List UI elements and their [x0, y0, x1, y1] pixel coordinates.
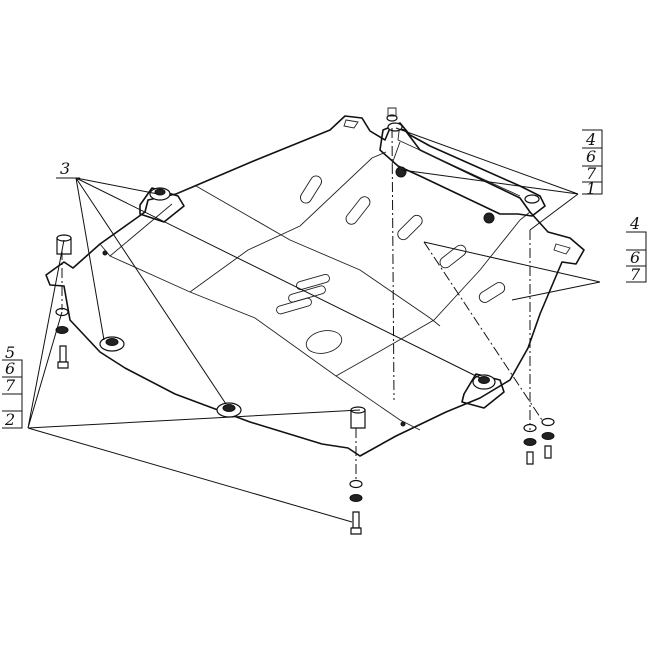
right-fasteners — [386, 107, 555, 465]
bolt — [526, 451, 534, 465]
plate-outline — [45, 115, 585, 457]
rubber-mount — [139, 187, 185, 223]
bolt-top — [387, 107, 397, 117]
bolt-head — [350, 527, 362, 535]
small-hole — [400, 421, 406, 427]
rubber-mount — [216, 402, 242, 418]
lock-washer — [349, 494, 363, 502]
lock-washer — [523, 438, 537, 446]
callout-left: 5 6 7 2 — [2, 343, 23, 429]
callout-number: 7 — [586, 164, 597, 183]
washer — [386, 114, 398, 122]
bracket-nut — [483, 212, 495, 224]
callout-top-right: 4 6 7 1 — [582, 129, 603, 198]
rubber-mounts — [99, 187, 505, 418]
bolt — [544, 445, 552, 459]
slot — [439, 244, 467, 269]
round-hole — [305, 330, 343, 354]
callout-number: 4 — [585, 130, 596, 149]
callout-number: 6 — [630, 248, 640, 267]
slot — [345, 196, 371, 225]
callout-number: 6 — [586, 147, 596, 166]
callout-number: 4 — [629, 214, 640, 233]
center-rib-1 — [189, 151, 387, 293]
bracket-tab — [343, 119, 359, 129]
skid-plate — [45, 115, 585, 457]
bracket-nut — [395, 166, 407, 178]
washer — [349, 479, 363, 489]
lock-washer — [55, 326, 69, 334]
rubber-mount — [461, 373, 505, 409]
bolt-head — [57, 361, 69, 369]
center-rib-2 — [335, 219, 521, 377]
rear-bracket — [343, 119, 571, 255]
lock-washer — [541, 432, 555, 440]
bracket-washer — [524, 194, 540, 204]
bolt-shank — [59, 345, 67, 363]
callout-number: 7 — [5, 376, 16, 395]
callout-number: 5 — [5, 343, 15, 362]
leader-lines — [27, 127, 601, 523]
front-panel-edge — [99, 243, 421, 431]
slot — [276, 297, 312, 315]
callout-number: 1 — [586, 179, 596, 198]
callout-number: 6 — [5, 359, 15, 378]
left-fasteners — [55, 234, 72, 369]
slot — [397, 214, 423, 241]
side-fold — [109, 203, 531, 257]
bolt-shank — [352, 511, 360, 529]
bracket-tab — [553, 243, 571, 255]
small-hole — [102, 250, 108, 256]
callout-number: 3 — [60, 159, 70, 178]
slot — [300, 175, 322, 204]
slot — [478, 282, 506, 303]
callout-top-left: 3 — [56, 159, 80, 179]
washer — [541, 417, 555, 427]
rear-panel-edge — [175, 185, 441, 327]
callout-number: 7 — [630, 265, 641, 284]
center-fasteners — [349, 406, 366, 535]
rubber-mount — [99, 336, 125, 352]
callout-mid-right: 4 6 7 — [626, 214, 647, 284]
callout-number: 2 — [4, 410, 15, 429]
